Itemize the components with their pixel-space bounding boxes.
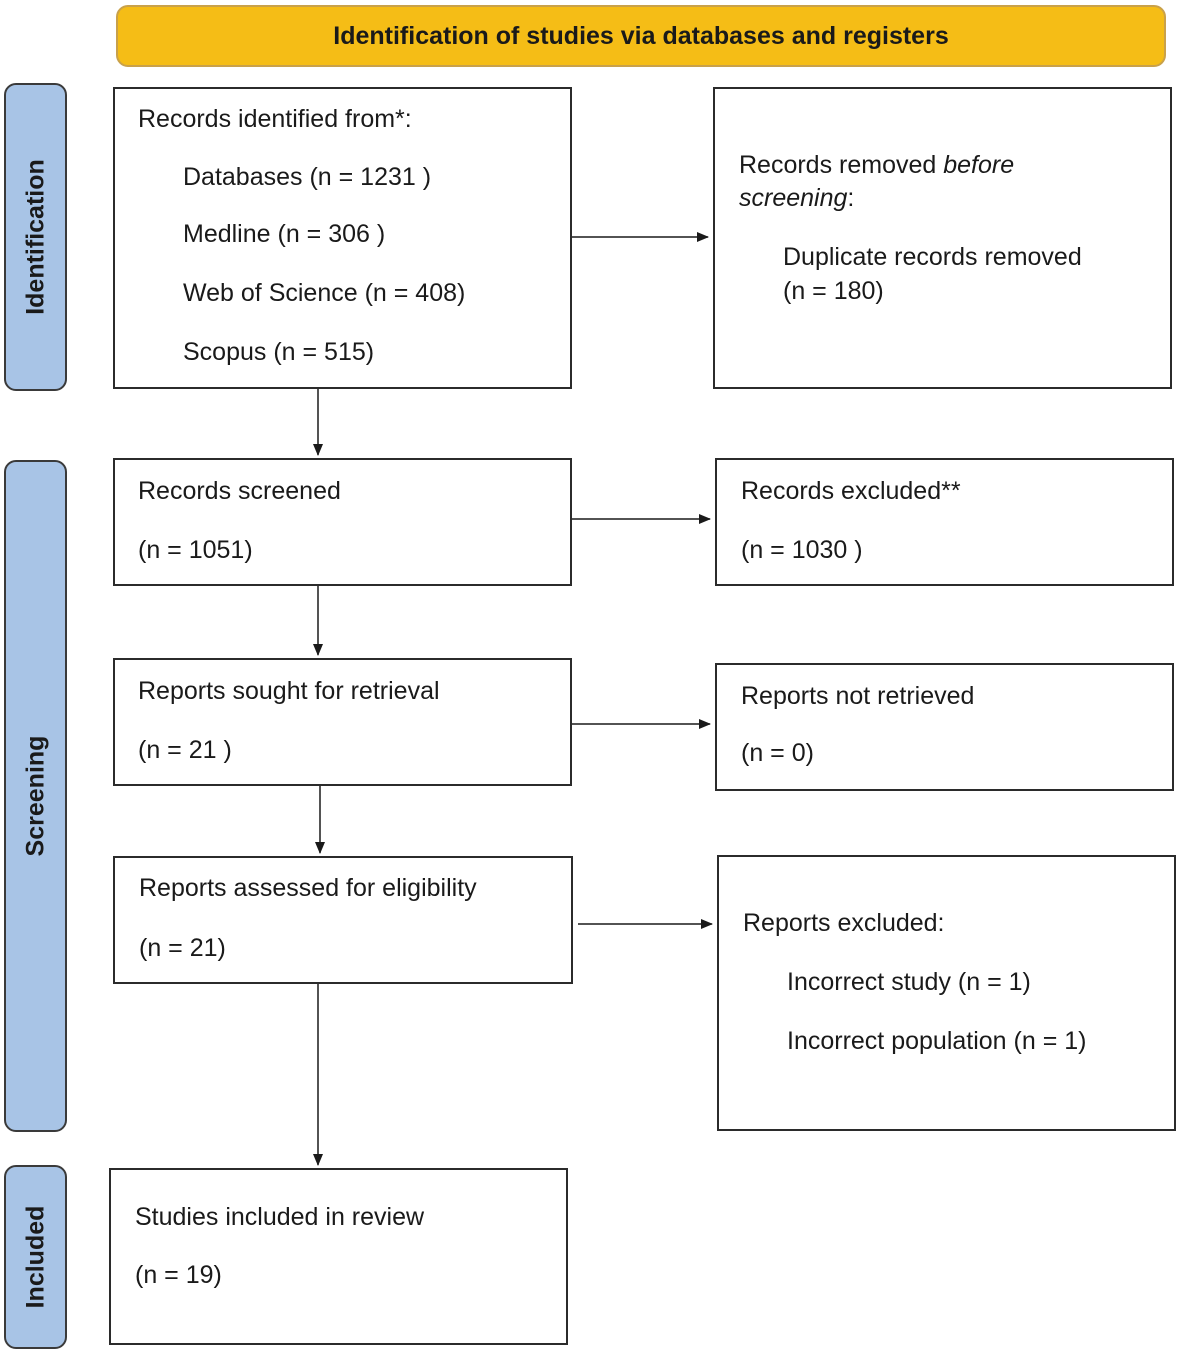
phase-identification: Identification <box>4 83 67 391</box>
header-title: Identification of studies via databases … <box>333 21 949 50</box>
studies-included-box: Studies included in review (n = 19) <box>109 1168 568 1345</box>
duplicate-records-label: Duplicate records removed <box>783 243 1082 271</box>
records-removed-box: Records removed before screening: Duplic… <box>713 87 1172 389</box>
records-removed-title-line1: Records removed before <box>739 151 1015 179</box>
reports-assessed-box: Reports assessed for eligibility (n = 21… <box>113 856 573 984</box>
medline-count: Medline (n = 306 ) <box>183 220 386 248</box>
databases-count: Databases (n = 1231 ) <box>183 163 432 191</box>
records-screened-box: Records screened (n = 1051) <box>113 458 572 586</box>
reports-excluded-reason2: Incorrect population (n = 1) <box>787 1027 1087 1055</box>
records-identified-title: Records identified from*: <box>138 105 412 133</box>
duplicate-records-count: (n = 180) <box>783 277 884 305</box>
records-excluded-title: Records excluded** <box>741 477 961 505</box>
reports-not-retrieved-count: (n = 0) <box>741 739 814 767</box>
reports-sought-box: Reports sought for retrieval (n = 21 ) <box>113 658 572 786</box>
reports-excluded-title: Reports excluded: <box>743 909 945 937</box>
phase-included: Included <box>4 1165 67 1349</box>
reports-excluded-reason1: Incorrect study (n = 1) <box>787 968 1031 996</box>
records-excluded-box: Records excluded** (n = 1030 ) <box>715 458 1174 586</box>
reports-excluded-box: Reports excluded: Incorrect study (n = 1… <box>717 855 1176 1131</box>
studies-included-count: (n = 19) <box>135 1261 222 1289</box>
header-banner: Identification of studies via databases … <box>116 5 1166 67</box>
reports-assessed-title: Reports assessed for eligibility <box>139 874 477 902</box>
reports-not-retrieved-box: Reports not retrieved (n = 0) <box>715 663 1174 791</box>
studies-included-title: Studies included in review <box>135 1203 425 1231</box>
wos-count: Web of Science (n = 408) <box>183 279 466 307</box>
records-screened-count: (n = 1051) <box>138 536 253 564</box>
reports-assessed-count: (n = 21) <box>139 934 226 962</box>
records-screened-title: Records screened <box>138 477 341 505</box>
reports-not-retrieved-title: Reports not retrieved <box>741 682 975 710</box>
reports-sought-title: Reports sought for retrieval <box>138 677 440 705</box>
scopus-count: Scopus (n = 515) <box>183 338 375 366</box>
records-excluded-count: (n = 1030 ) <box>741 536 863 564</box>
phase-screening: Screening <box>4 460 67 1132</box>
reports-sought-count: (n = 21 ) <box>138 736 232 764</box>
records-removed-title-line2: screening: <box>739 184 855 212</box>
records-identified-box: Records identified from*: Databases (n =… <box>113 87 572 389</box>
